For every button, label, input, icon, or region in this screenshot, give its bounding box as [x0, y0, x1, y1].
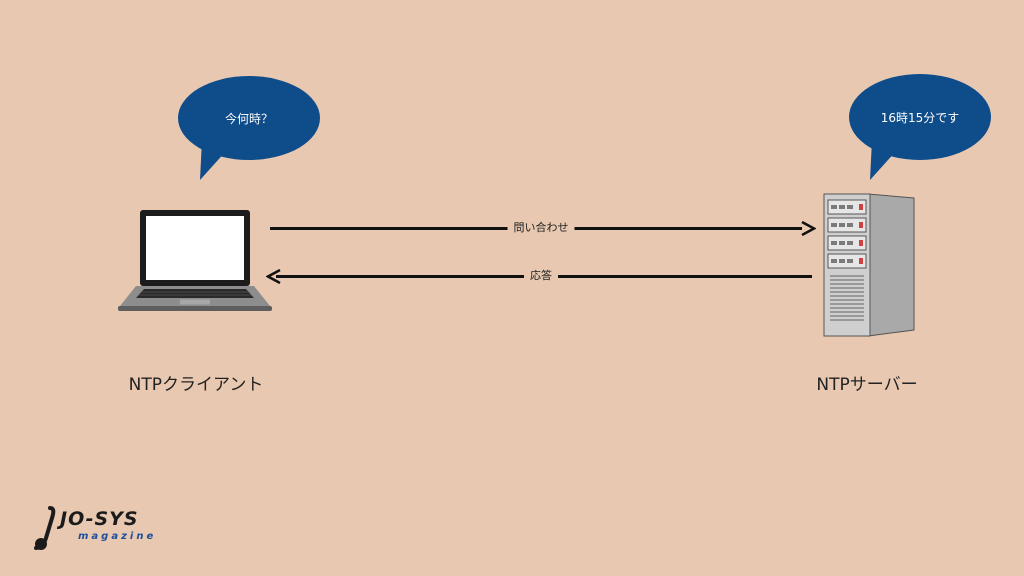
logo-mark-icon: [34, 506, 56, 550]
server-bubble-text: 16時15分です: [880, 110, 960, 125]
josys-logo: JO-SYS magazine: [34, 506, 184, 554]
laptop-icon: [118, 210, 272, 311]
server-icon: [823, 193, 915, 337]
server-bubble-tail: [870, 140, 906, 180]
client-bubble-text: 今何時？: [224, 111, 273, 126]
request-arrow-head: [801, 221, 816, 236]
server-label: NTPサーバー: [816, 375, 918, 395]
logo-text: JO-SYS: [60, 508, 139, 530]
client-bubble-tail: [200, 140, 236, 180]
logo-subtext: magazine: [78, 531, 157, 542]
response-label: 応答: [524, 269, 558, 283]
client-label: NTPクライアント: [128, 375, 264, 395]
client-speech-bubble: 今何時？: [178, 76, 320, 160]
response-arrow-head: [266, 269, 281, 284]
request-label: 問い合わせ: [507, 221, 575, 235]
